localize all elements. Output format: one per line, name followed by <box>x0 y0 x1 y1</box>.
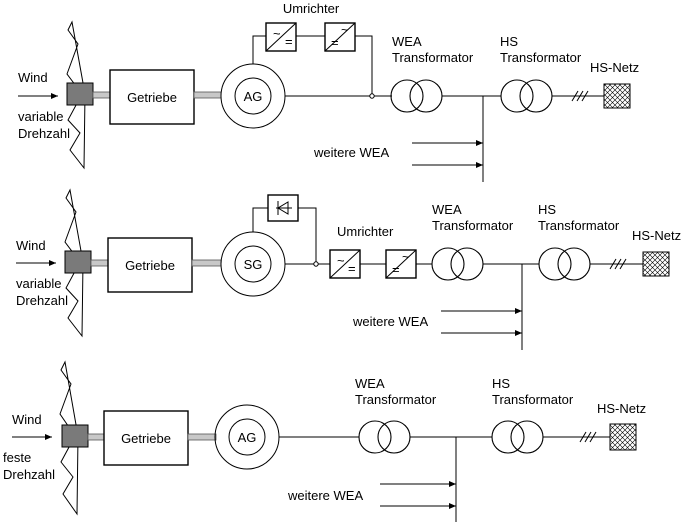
svg-text:~: ~ <box>337 253 345 268</box>
hub-icon <box>64 250 92 274</box>
gearbox-box <box>109 69 195 125</box>
hs-transformer-label-line1: HS <box>538 202 556 217</box>
svg-text:~: ~ <box>402 249 410 264</box>
more-wea-label: weitere WEA <box>352 314 428 329</box>
converter-label: Umrichter <box>337 224 394 239</box>
junction-dot <box>369 93 375 99</box>
wea-transformer-label-line2: Transformator <box>355 392 437 407</box>
row-3-fixed-speed: Wind feste Drehzahl Getriebe AG WEA Tran… <box>3 360 646 522</box>
wea-transformer-icon <box>358 420 392 454</box>
high-speed-shaft <box>193 91 222 99</box>
wea-transformer-label-line1: WEA <box>355 376 385 391</box>
low-speed-shaft <box>87 433 105 441</box>
wea-transformer-icon <box>390 79 424 113</box>
hs-transformer-label-line2: Transformator <box>538 218 620 233</box>
hs-transformer-label-line1: HS <box>500 34 518 49</box>
generator-label: SG <box>244 257 263 272</box>
grid-label: HS-Netz <box>632 228 681 243</box>
hs-transformer-label-line2: Transformator <box>500 50 582 65</box>
grid-icon <box>642 251 670 277</box>
gearbox-label: Getriebe <box>121 431 171 446</box>
wind-label: Wind <box>18 70 48 85</box>
svg-text:~: ~ <box>341 22 349 37</box>
generator-inner-circle <box>234 245 272 283</box>
row-1-doubly-fed: Wind variable Drehzahl Getriebe AG ~ = ~… <box>18 1 639 182</box>
grid-label: HS-Netz <box>597 401 646 416</box>
speed-label-line2: Drehzahl <box>18 126 70 141</box>
grid-icon <box>609 423 637 451</box>
hs-transformer-icon <box>500 79 534 113</box>
high-speed-shaft <box>187 433 217 441</box>
gearbox-label: Getriebe <box>127 90 177 105</box>
hub-icon <box>66 82 94 106</box>
speed-label-line1: feste <box>3 450 31 465</box>
hs-transformer-icon <box>538 247 572 281</box>
speed-label-line2: Drehzahl <box>16 293 68 308</box>
gearbox-box <box>103 410 189 466</box>
generator-label: AG <box>244 89 263 104</box>
more-wea-label: weitere WEA <box>313 145 389 160</box>
wea-transformer-label-line2: Transformator <box>432 218 514 233</box>
gearbox-label: Getriebe <box>125 258 175 273</box>
svg-text:=: = <box>331 35 339 50</box>
wind-label: Wind <box>16 238 46 253</box>
generator-label: AG <box>238 430 257 445</box>
speed-label-line1: variable <box>16 276 62 291</box>
high-speed-shaft <box>191 259 222 267</box>
generator-inner-circle <box>228 418 266 456</box>
wea-transformer-label-line2: Transformator <box>392 50 474 65</box>
grid-icon <box>603 83 631 109</box>
hub-icon <box>61 424 89 448</box>
speed-label-line2: Drehzahl <box>3 467 55 482</box>
hs-transformer-label-line2: Transformator <box>492 392 574 407</box>
svg-text:=: = <box>392 262 400 277</box>
junction-dot <box>313 261 319 267</box>
hs-transformer-icon <box>491 420 525 454</box>
row-2-full-converter: Wind variable Drehzahl Getriebe SG ~ = ~… <box>16 188 681 350</box>
wea-transformer-icon <box>431 247 465 281</box>
converter-label: Umrichter <box>283 1 340 16</box>
wea-transformer-label-line1: WEA <box>432 202 462 217</box>
speed-label-line1: variable <box>18 109 64 124</box>
svg-text:=: = <box>285 34 293 49</box>
gearbox-box <box>107 237 193 293</box>
low-speed-shaft <box>92 91 111 99</box>
low-speed-shaft <box>90 259 109 267</box>
more-wea-label: weitere WEA <box>287 488 363 503</box>
wind-label: Wind <box>12 412 42 427</box>
grid-label: HS-Netz <box>590 60 639 75</box>
svg-text:~: ~ <box>273 26 281 41</box>
svg-text:=: = <box>348 261 356 276</box>
hs-transformer-label-line1: HS <box>492 376 510 391</box>
wea-transformer-label-line1: WEA <box>392 34 422 49</box>
generator-inner-circle <box>234 77 272 115</box>
